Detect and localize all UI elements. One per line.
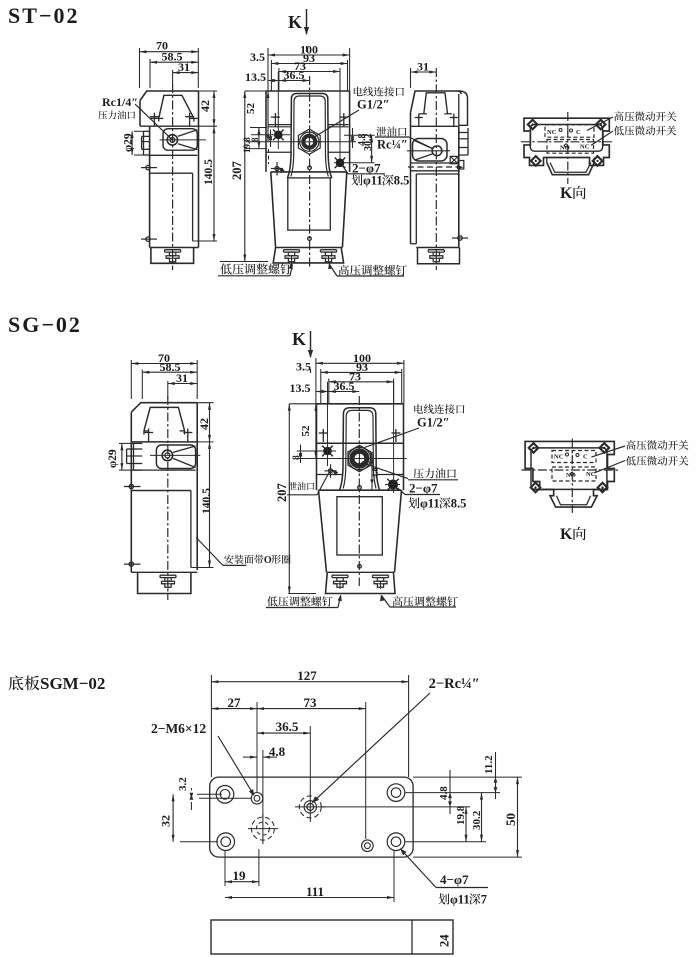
svg-text:φ11: φ11 [420,497,440,511]
svg-text:φ29: φ29 [107,449,119,468]
svg-text:K: K [560,185,573,202]
svg-text:27: 27 [228,695,242,710]
svg-text:φ11: φ11 [363,174,383,188]
svg-text:4−φ7: 4−φ7 [440,872,469,887]
svg-text:NC: NC [554,454,564,461]
svg-text:G1/2″: G1/2″ [357,98,390,112]
svg-text:32: 32 [159,815,173,827]
svg-text:73: 73 [304,695,318,710]
svg-text:ST−02: ST−02 [8,3,79,28]
svg-text:93: 93 [303,51,315,65]
svg-text:G1/2″: G1/2″ [417,416,450,430]
svg-text:50: 50 [503,813,518,826]
svg-text:207: 207 [275,483,289,502]
svg-text:Rc1/4″: Rc1/4″ [102,95,138,109]
svg-text:8: 8 [250,137,260,142]
svg-text:2−φ7: 2−φ7 [409,481,438,496]
svg-text:φ29: φ29 [123,133,135,152]
svg-text:52: 52 [300,425,312,437]
svg-text:140.5: 140.5 [201,488,213,514]
svg-text:SG−02: SG−02 [8,312,82,337]
svg-text:3.5: 3.5 [250,50,265,64]
svg-text:8.5: 8.5 [451,497,467,511]
svg-text:73: 73 [349,369,361,383]
svg-text:70: 70 [158,351,170,365]
svg-text:52: 52 [245,103,257,115]
svg-text:36.5: 36.5 [284,68,305,82]
svg-text:K: K [288,12,302,32]
svg-text:127: 127 [297,668,317,683]
svg-text:4.8: 4.8 [357,134,368,147]
svg-text:31: 31 [176,371,188,385]
svg-text:K: K [292,329,306,349]
svg-text:3.5: 3.5 [296,360,311,374]
svg-text:O: O [264,555,272,566]
svg-text:7: 7 [481,893,487,907]
svg-text:NC: NC [580,144,590,151]
svg-text:13.5: 13.5 [290,381,311,395]
svg-text:31: 31 [178,60,190,74]
svg-text:100: 100 [353,351,371,365]
svg-text:70: 70 [156,39,168,53]
svg-text:19.8: 19.8 [455,805,467,825]
svg-text:4.8: 4.8 [269,744,286,759]
svg-text:Rc¼″: Rc¼″ [377,138,408,152]
svg-text:C: C [583,454,588,461]
svg-text:93: 93 [356,360,368,374]
svg-text:30.2: 30.2 [471,810,483,830]
svg-text:2−φ7: 2−φ7 [352,161,381,176]
svg-text:NC: NC [547,129,557,136]
svg-text:11.2: 11.2 [483,755,495,774]
svg-text:58.5: 58.5 [162,50,183,64]
svg-text:13.5: 13.5 [245,70,266,84]
svg-text:19.8: 19.8 [242,137,252,153]
svg-text:C: C [576,129,581,136]
svg-text:58.5: 58.5 [160,360,181,374]
svg-text:8: 8 [292,455,302,460]
svg-text:3.2: 3.2 [177,777,189,791]
svg-text:φ11: φ11 [450,893,470,907]
svg-text:2−M6×12: 2−M6×12 [151,721,206,736]
svg-text:SGM−02: SGM−02 [40,674,105,693]
svg-text:73: 73 [294,59,306,73]
svg-text:NC: NC [586,471,596,478]
svg-text:100: 100 [300,43,318,57]
svg-text:31: 31 [417,60,429,74]
svg-text:2−Rc¼″: 2−Rc¼″ [429,676,480,692]
svg-text:42: 42 [198,100,212,112]
svg-text:19: 19 [233,868,247,883]
svg-text:4.8: 4.8 [438,786,450,800]
svg-text:36.5: 36.5 [334,379,355,393]
svg-text:4.8: 4.8 [370,467,380,478]
svg-text:24: 24 [438,934,452,947]
svg-text:42: 42 [197,418,211,430]
svg-text:30.2: 30.2 [363,134,374,152]
svg-text:NO: NO [560,145,570,152]
svg-text:111: 111 [306,884,324,899]
svg-text:K: K [560,526,573,543]
svg-text:207: 207 [230,161,244,180]
svg-text:36.5: 36.5 [276,719,299,734]
svg-text:8.5: 8.5 [394,174,410,188]
svg-text:140.5: 140.5 [203,159,215,185]
